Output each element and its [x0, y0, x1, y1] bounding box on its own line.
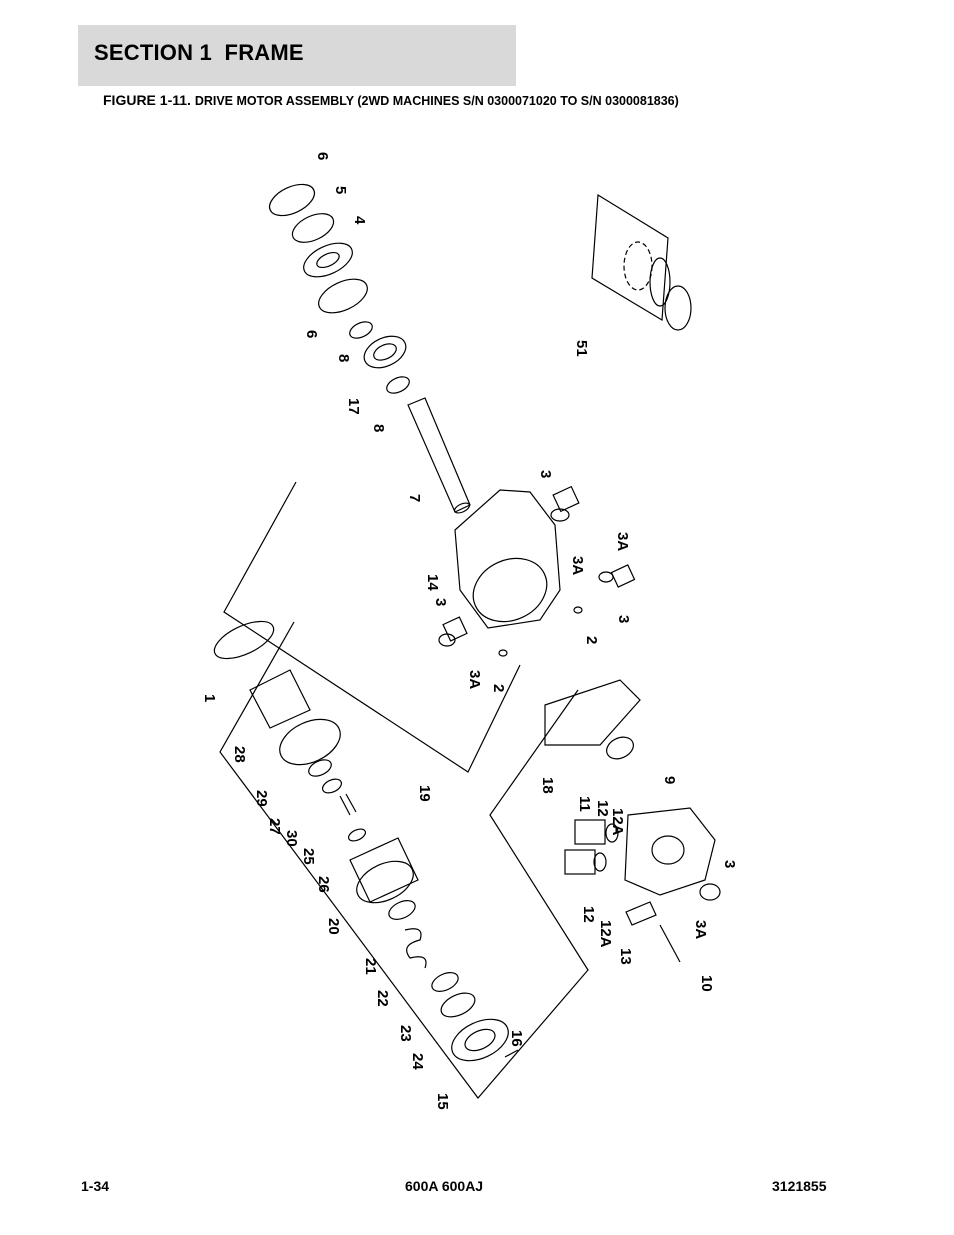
callout-8: 8 — [335, 354, 352, 362]
page-number: 1-34 — [81, 1178, 110, 1194]
document-number: 3121855 — [772, 1178, 827, 1194]
callout-6: 6 — [314, 152, 331, 160]
washer-23 — [431, 972, 459, 992]
pin-2-left — [498, 649, 508, 657]
callout-12: 12 — [594, 800, 611, 817]
bolt-10 — [659, 924, 681, 963]
rotating-group-outline — [219, 621, 589, 1099]
callout-labels: 6546817875133A3A14333A221282927302519262… — [201, 152, 738, 1110]
end-cap-9 — [624, 807, 716, 896]
callout-6: 6 — [303, 330, 320, 338]
pin-2-right — [573, 606, 583, 614]
bearing-17 — [363, 335, 407, 369]
callout-3: 3 — [537, 470, 554, 478]
retainer-plate-29 — [279, 718, 341, 766]
retaining-ring-6b — [318, 278, 368, 314]
callout-2: 2 — [583, 636, 600, 644]
figure-number: FIGURE 1-11. — [103, 92, 191, 108]
callout-10: 10 — [698, 975, 715, 992]
callout-8: 8 — [370, 424, 387, 432]
callout-3: 3 — [721, 860, 738, 868]
callout-18: 18 — [539, 777, 556, 794]
bearing-11 — [606, 736, 634, 760]
callout-4: 4 — [351, 216, 368, 225]
callout-21: 21 — [362, 958, 379, 975]
plug-3-endcap — [699, 883, 721, 901]
callout-3A: 3A — [692, 920, 709, 939]
bearing-group-outline — [223, 481, 521, 773]
shim-5 — [291, 213, 335, 243]
oring-3a-top — [550, 508, 570, 522]
plate-13 — [625, 901, 657, 926]
washer-21 — [388, 900, 416, 920]
model-number: 600A 600AJ — [405, 1178, 484, 1194]
ring-26 — [347, 828, 367, 842]
callout-20: 20 — [325, 918, 342, 935]
callout-3A: 3A — [466, 670, 483, 689]
spring-22 — [404, 928, 427, 969]
section-header-band — [78, 25, 516, 86]
callout-22: 22 — [374, 990, 391, 1007]
callout-25: 25 — [300, 848, 317, 865]
callout-29: 29 — [253, 790, 270, 807]
callout-7: 7 — [406, 494, 423, 502]
oring-12a-bottom — [593, 852, 607, 872]
relief-valve-12-bottom — [564, 849, 596, 875]
callout-3A: 3A — [614, 532, 631, 551]
callout-51: 51 — [573, 340, 590, 357]
section-title: SECTION 1 FRAME — [94, 40, 304, 65]
callout-14: 14 — [424, 574, 441, 591]
washer-4 — [303, 242, 353, 278]
ring-24 — [440, 992, 476, 1018]
oring-3a-right — [598, 571, 614, 583]
callout-5: 5 — [332, 186, 349, 194]
callout-26: 26 — [315, 876, 332, 893]
callout-3A: 3A — [569, 556, 586, 575]
ring-8b — [386, 376, 410, 394]
relief-valve-12-top — [574, 819, 606, 845]
ring-8 — [349, 321, 373, 339]
figure-title: FIGURE 1-11. DRIVE MOTOR ASSEMBLY (2WD M… — [103, 92, 679, 108]
callout-28: 28 — [231, 746, 248, 763]
callout-3: 3 — [615, 615, 632, 623]
oring-12a-top — [605, 823, 619, 843]
figure-caption: DRIVE MOTOR ASSEMBLY (2WD MACHINES S/N 0… — [194, 94, 679, 108]
ball-guide-27 — [308, 759, 332, 777]
callout-16: 16 — [508, 1030, 525, 1047]
callout-12A: 12A — [597, 920, 614, 948]
callout-30: 30 — [283, 830, 300, 847]
pins-25 — [339, 793, 357, 816]
callout-3: 3 — [432, 598, 449, 606]
callout-12A: 12A — [609, 808, 626, 836]
callout-1: 1 — [201, 694, 218, 702]
gasket-18 — [544, 679, 641, 746]
ring-30 — [321, 778, 343, 794]
callout-2: 2 — [490, 684, 507, 692]
callout-24: 24 — [409, 1053, 426, 1070]
part-drawings — [213, 183, 721, 1099]
callout-11: 11 — [576, 796, 593, 812]
callout-23: 23 — [397, 1025, 414, 1042]
plug-3-right — [610, 564, 636, 588]
callout-17: 17 — [345, 398, 362, 415]
callout-27: 27 — [266, 818, 283, 835]
callout-12: 12 — [580, 906, 597, 923]
callout-9: 9 — [661, 776, 678, 784]
callout-15: 15 — [434, 1093, 451, 1110]
seal-kit-51 — [591, 193, 669, 322]
motor-housing-14 — [454, 489, 561, 629]
port-plate-15 — [451, 1018, 509, 1062]
pistons-28 — [249, 669, 311, 729]
pin-16 — [504, 1049, 519, 1058]
cylinder-block-20 — [349, 837, 419, 903]
plug-3-top — [552, 485, 580, 513]
retaining-ring-6 — [268, 183, 316, 217]
plug-3-left — [442, 616, 468, 642]
swashplate-1 — [213, 620, 275, 660]
callout-13: 13 — [617, 948, 634, 965]
callout-19: 19 — [416, 785, 433, 802]
